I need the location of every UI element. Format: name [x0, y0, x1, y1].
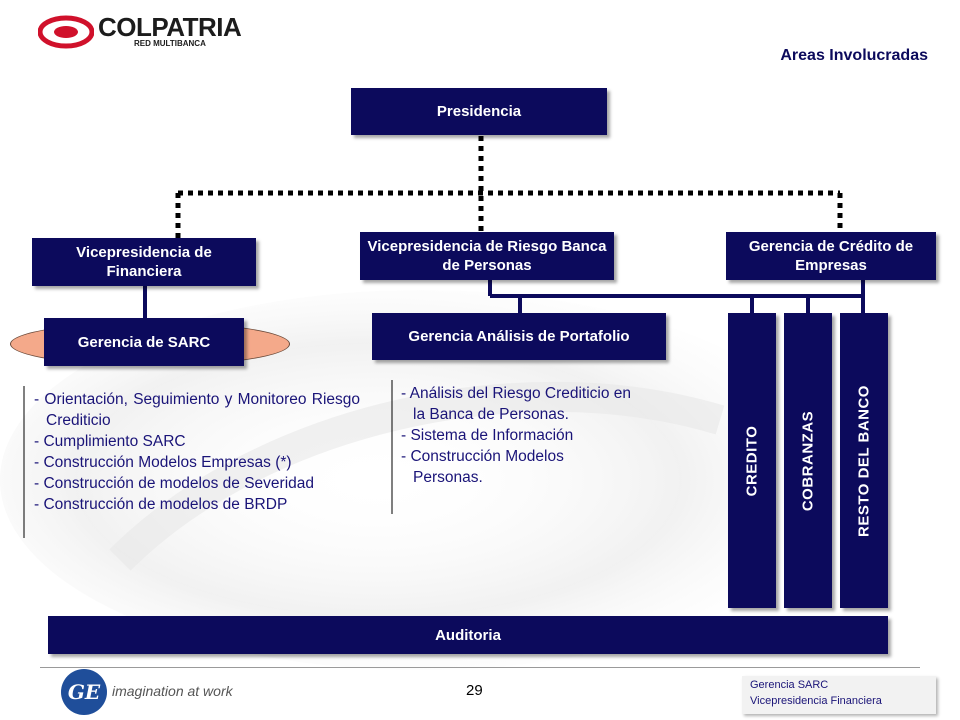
list-item: - Construcción Modelos Empresas (*) [34, 454, 292, 471]
ge-logo: GE [61, 669, 107, 715]
vp-financiera-label: Vicepresidencia de Financiera [76, 244, 212, 280]
portafolio-responsibilities-list: - Análisis del Riesgo Crediticio en la B… [401, 383, 633, 488]
list-item: - Construcción de modelos de Severidad [34, 475, 315, 492]
auditoria-box: Auditoria [48, 616, 888, 654]
ge-tagline: imagination at work [112, 683, 233, 699]
section-title: Areas Involucradas [780, 47, 928, 64]
footer-note-line2: Vicepresidencia Financiera [750, 695, 882, 707]
auditoria-label: Auditoria [435, 626, 501, 644]
footer-divider [40, 667, 920, 668]
resto-banco-label: RESTO DEL BANCO [855, 384, 873, 537]
list-item: - Cumplimiento SARC [34, 433, 186, 450]
presidencia-label: Presidencia [436, 103, 522, 120]
sarc-responsibilities-list: - Orientación, Seguimiento y Monitoreo R… [34, 389, 360, 515]
list-item: - Sistema de Información [401, 427, 574, 444]
presidencia-box: Presidencia [351, 88, 607, 135]
colpatria-swirl-icon [38, 15, 94, 49]
vp-riesgo-label: Vicepresidencia de Riesgo Banca de Perso… [367, 238, 607, 274]
gerencia-sarc-box: Gerencia de SARC [44, 318, 244, 366]
credito-label: CREDITO [743, 425, 761, 496]
resto-banco-box: RESTO DEL BANCO [840, 313, 888, 608]
gerencia-portafolio-label: Gerencia Análisis de Portafolio [408, 328, 630, 345]
gerencia-credito-label: Gerencia de Crédito de Empresas [748, 238, 914, 274]
gerencia-sarc-label: Gerencia de SARC [77, 333, 211, 351]
colpatria-logo: COLPATRIA RED MULTIBANCA [38, 12, 242, 52]
vp-financiera-box: Vicepresidencia de Financiera [32, 238, 256, 286]
footer-note: Gerencia SARC Vicepresidencia Financiera [742, 676, 936, 714]
list-item: - Construcción de modelos de BRDP [34, 496, 288, 513]
credito-box: CREDITO [728, 313, 776, 608]
list-item: - Orientación, Seguimiento y Monitoreo R… [34, 391, 360, 429]
gerencia-portafolio-box: Gerencia Análisis de Portafolio [372, 313, 666, 360]
vp-riesgo-box: Vicepresidencia de Riesgo Banca de Perso… [360, 232, 614, 280]
logo-subtext: RED MULTIBANCA [134, 39, 206, 48]
list-item: - Análisis del Riesgo Crediticio en la B… [401, 385, 632, 423]
cobranzas-label: COBRANZAS [799, 410, 817, 511]
ge-logo-text: GE [67, 680, 101, 704]
gerencia-credito-box: Gerencia de Crédito de Empresas [726, 232, 936, 280]
cobranzas-box: COBRANZAS [784, 313, 832, 608]
logo-wordmark: COLPATRIA [98, 12, 242, 42]
list-item: - Construcción Modelos Personas. [401, 448, 564, 486]
page-number: 29 [466, 682, 483, 699]
footer-note-line1: Gerencia SARC [750, 679, 829, 691]
